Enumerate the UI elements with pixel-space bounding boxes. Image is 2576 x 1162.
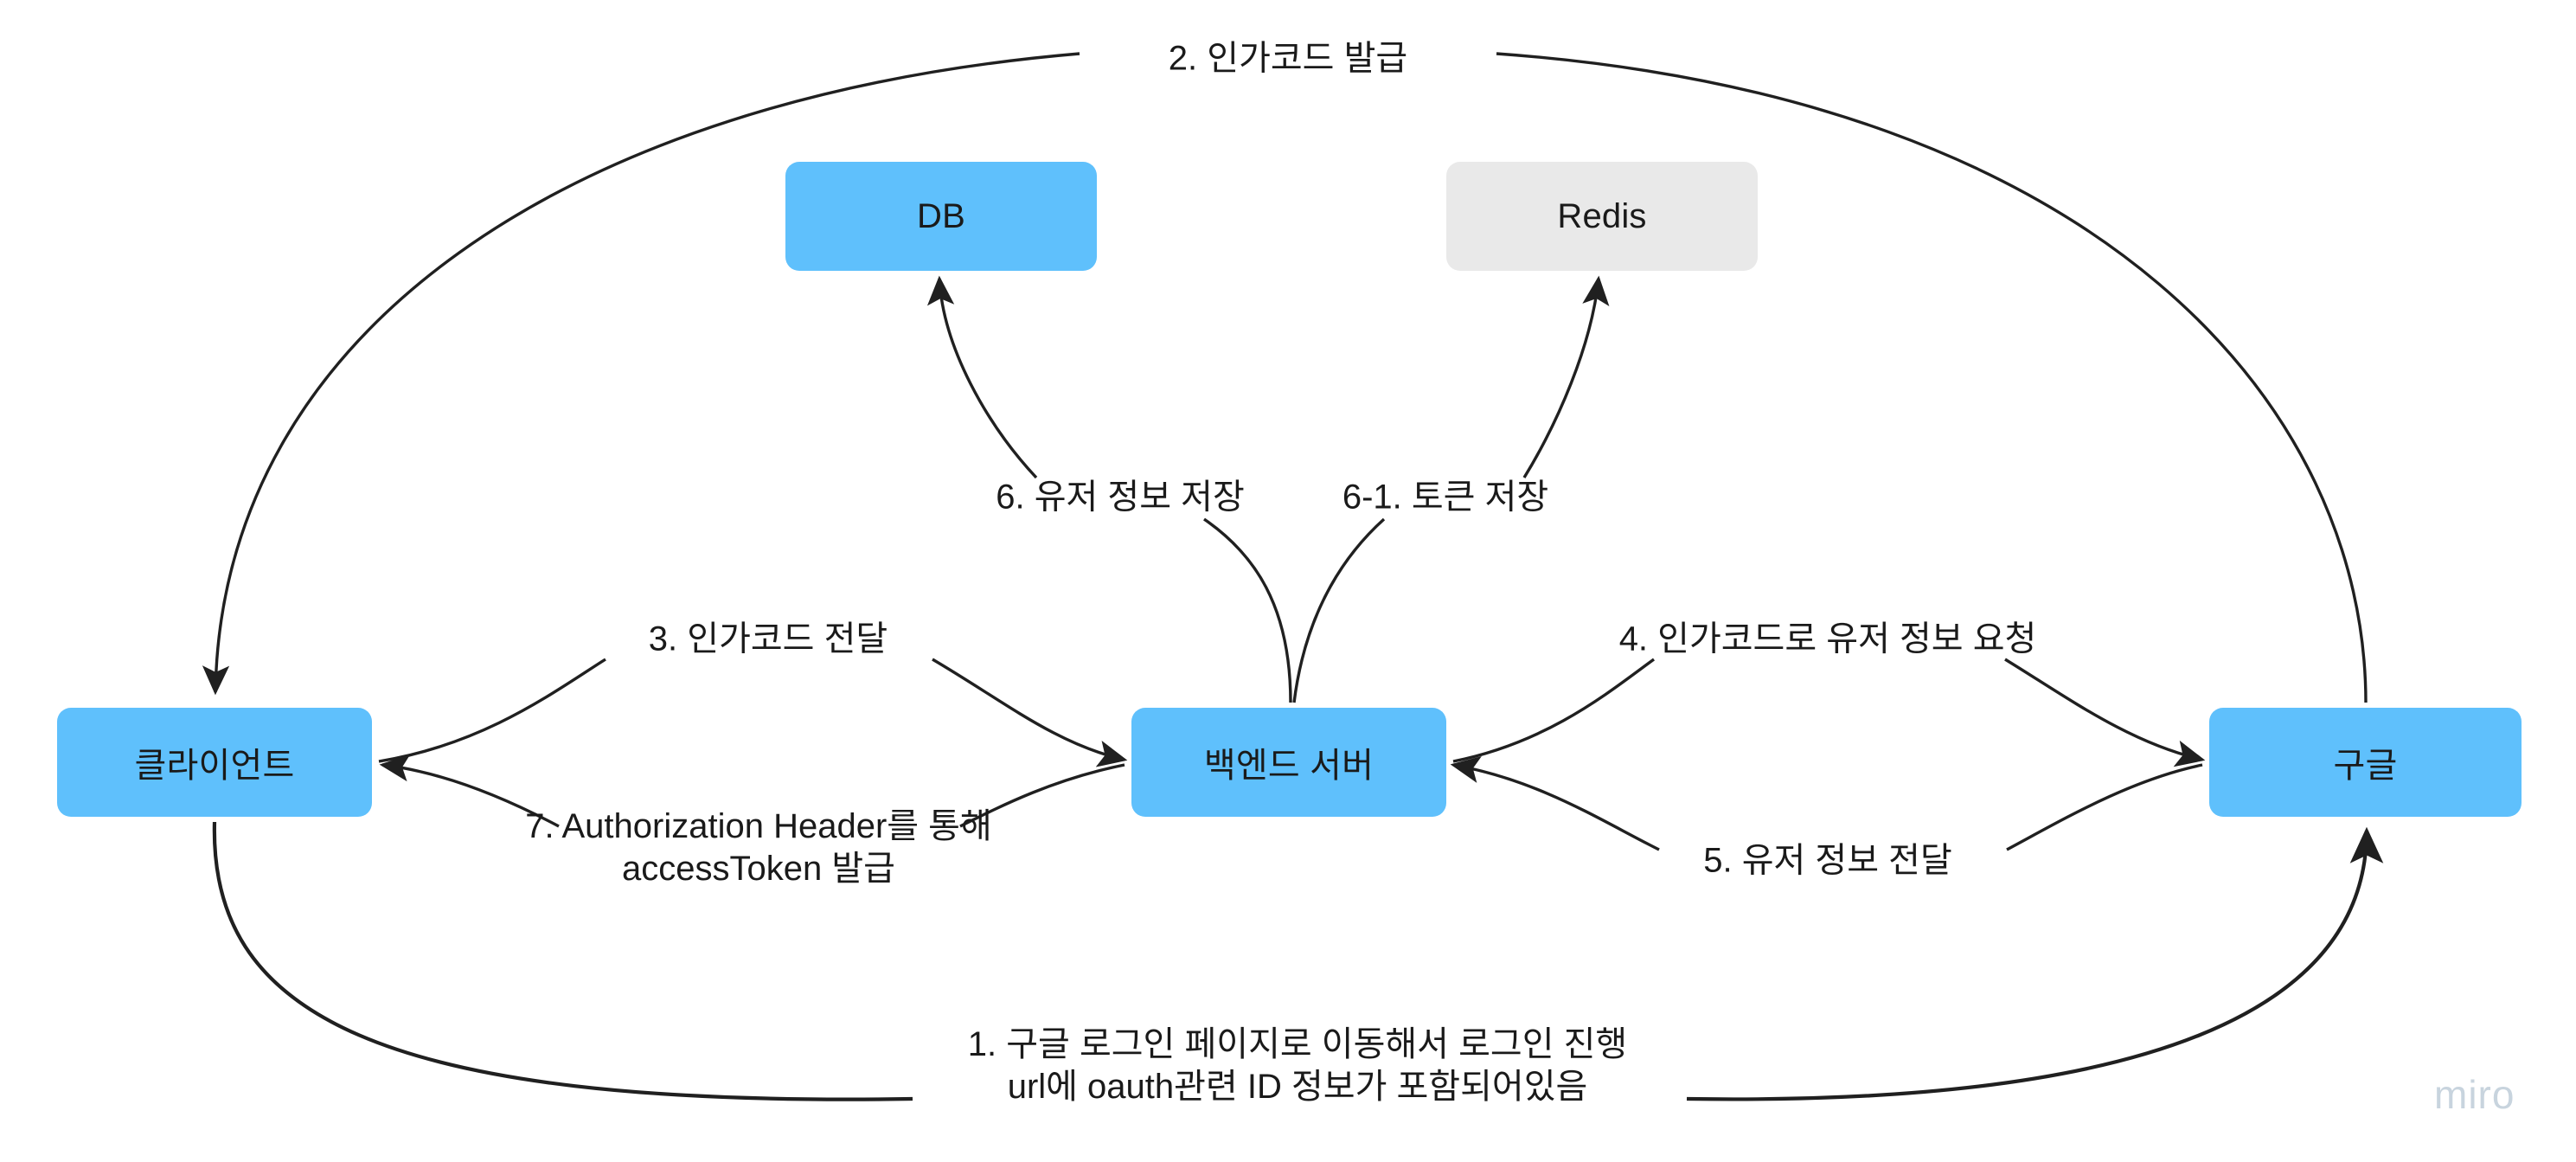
node-google-label: 구글 <box>2333 747 2398 785</box>
edge-label-step-7: 7. Authorization Header를 통해 accessToken … <box>525 807 992 888</box>
edge-step-4 <box>1452 658 2206 767</box>
node-db-label: DB <box>917 196 965 235</box>
miro-watermark: miro <box>2434 1072 2515 1117</box>
node-client-label: 클라이언트 <box>134 747 295 785</box>
edge-label-step-4: 4. 인가코드로 유저 정보 요청 <box>1618 620 2037 658</box>
node-db[interactable]: DB <box>785 162 1097 271</box>
node-redis-label: Redis <box>1557 196 1647 235</box>
node-google[interactable]: 구글 <box>2209 708 2522 817</box>
edge-label-step-6-1: 6-1. 토큰 저장 <box>1342 478 1549 517</box>
node-backend-server[interactable]: 백엔드 서버 <box>1131 708 1446 817</box>
node-backend-server-label: 백엔드 서버 <box>1203 747 1375 785</box>
edge-step-2 <box>202 52 2368 703</box>
edge-label-step-2: 2. 인가코드 발급 <box>1168 39 1408 78</box>
edge-step-5 <box>1450 756 2203 851</box>
node-client[interactable]: 클라이언트 <box>57 708 372 817</box>
edge-label-step-6: 6. 유저 정보 저장 <box>996 478 1245 517</box>
edge-label-step-3: 3. 인가코드 전달 <box>648 620 888 658</box>
edge-step-3 <box>378 658 1128 767</box>
edge-label-step-1: 1. 구글 로그인 페이지로 이동해서 로그인 진행 url에 oauth관련 … <box>967 1025 1628 1106</box>
node-redis[interactable]: Redis <box>1446 162 1758 271</box>
edge-label-step-5: 5. 유저 정보 전달 <box>1703 841 1952 880</box>
